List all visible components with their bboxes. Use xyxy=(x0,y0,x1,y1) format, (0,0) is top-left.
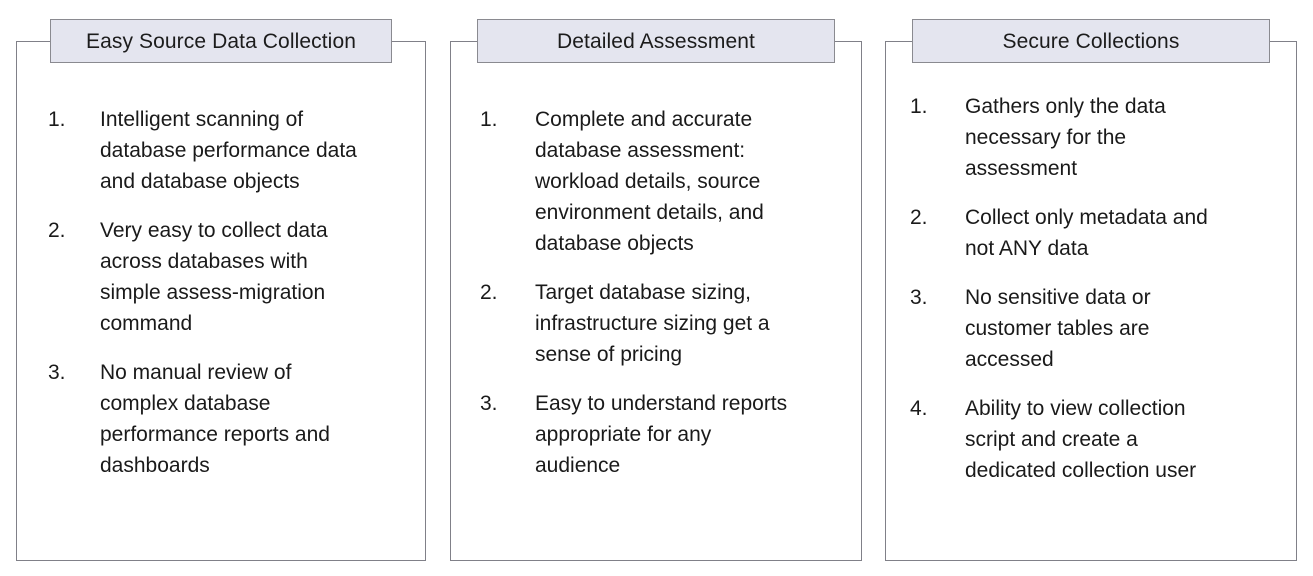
list-item-text: No manual review of complex database per… xyxy=(100,361,330,477)
list-item-text: Complete and accurate database assessmen… xyxy=(535,108,764,255)
list-item-text: Easy to understand reports appropriate f… xyxy=(535,392,788,477)
list-item: 2. Very easy to collect data across data… xyxy=(48,215,408,339)
panel-feature-list: 1. Intelligent scanning of database perf… xyxy=(48,104,408,481)
list-item-number: 2. xyxy=(910,206,928,229)
panel-title-label: Secure Collections xyxy=(1002,29,1180,53)
list-item-number: 3. xyxy=(910,286,928,309)
list-item-number: 1. xyxy=(910,95,928,118)
panel-title-label: Detailed Assessment xyxy=(557,29,755,53)
panel-detailed-assessment: Detailed Assessment 1. Complete and accu… xyxy=(450,19,862,561)
list-item-text: Collect only metadata and not ANY data xyxy=(965,206,1208,260)
list-item: 2. Collect only metadata and not ANY dat… xyxy=(910,202,1278,264)
list-item-text: No sensitive data or customer tables are… xyxy=(965,286,1151,371)
panel-box xyxy=(885,41,1297,561)
panel-title-badge: Detailed Assessment xyxy=(477,19,835,63)
panel-title-label: Easy Source Data Collection xyxy=(86,29,356,53)
list-item-text: Intelligent scanning of database perform… xyxy=(100,108,357,193)
panel-title-badge: Easy Source Data Collection xyxy=(50,19,392,63)
panel-feature-list: 1. Complete and accurate database assess… xyxy=(480,104,842,481)
panel-title-badge: Secure Collections xyxy=(912,19,1270,63)
panel-secure-collections: Secure Collections 1. Gathers only the d… xyxy=(885,19,1297,561)
list-item: 1. Gathers only the data necessary for t… xyxy=(910,91,1278,184)
list-item: 3. Easy to understand reports appropriat… xyxy=(480,388,842,481)
list-item-text: Gathers only the data necessary for the … xyxy=(965,95,1166,180)
list-item: 1. Complete and accurate database assess… xyxy=(480,104,842,259)
list-item-number: 4. xyxy=(910,397,928,420)
list-item: 3. No sensitive data or customer tables … xyxy=(910,282,1278,375)
list-item-text: Very easy to collect data across databas… xyxy=(100,219,328,335)
list-item-number: 1. xyxy=(48,108,66,131)
list-item-number: 1. xyxy=(480,108,498,131)
list-item-number: 2. xyxy=(480,281,498,304)
list-item-text: Ability to view collection script and cr… xyxy=(965,397,1197,482)
list-item: 3. No manual review of complex database … xyxy=(48,357,408,481)
list-item-number: 3. xyxy=(48,361,66,384)
list-item-number: 2. xyxy=(48,219,66,242)
list-item-text: Target database sizing, infrastructure s… xyxy=(535,281,770,366)
list-item: 1. Intelligent scanning of database perf… xyxy=(48,104,408,197)
list-item-number: 3. xyxy=(480,392,498,415)
list-item: 2. Target database sizing, infrastructur… xyxy=(480,277,842,370)
panel-feature-list: 1. Gathers only the data necessary for t… xyxy=(910,91,1278,486)
panel-box xyxy=(16,41,426,561)
panel-box xyxy=(450,41,862,561)
panel-easy-source-data-collection: Easy Source Data Collection 1. Intellige… xyxy=(16,19,426,561)
list-item: 4. Ability to view collection script and… xyxy=(910,393,1278,486)
